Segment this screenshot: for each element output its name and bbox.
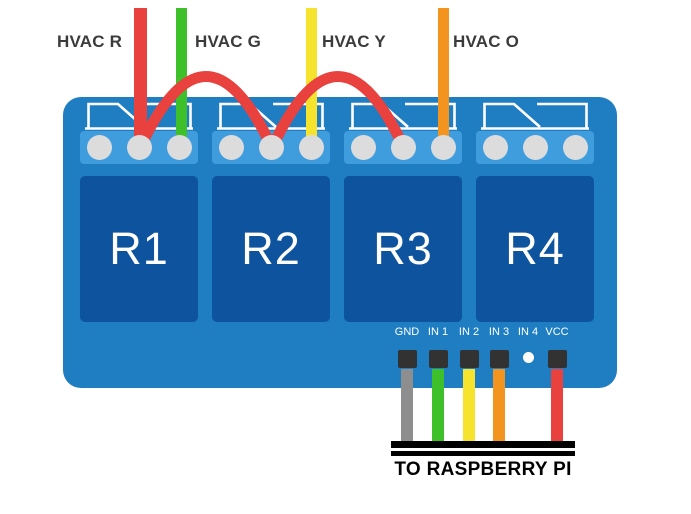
terminal-screw	[87, 135, 112, 160]
terminal-screw	[483, 135, 508, 160]
terminal-screw	[563, 135, 588, 160]
pin-label-in1: IN 1	[427, 326, 449, 338]
terminal-screw	[259, 135, 284, 160]
hvac-o-wire	[438, 8, 449, 142]
relay-unit-3: R3	[344, 97, 462, 337]
pin-label-gnd: GND	[394, 326, 420, 338]
terminal-screw	[127, 135, 152, 160]
gnd-wire	[401, 369, 413, 448]
ribbon-connector-bar	[391, 441, 575, 448]
terminal-block-1	[80, 131, 198, 164]
terminal-screw	[219, 135, 244, 160]
hvac-r-label: HVAC R	[57, 32, 123, 51]
relay-unit-4: R4	[476, 97, 594, 337]
pin-label-vcc: VCC	[545, 326, 569, 338]
relay-2-label: R2	[241, 223, 301, 274]
terminal-screw	[523, 135, 548, 160]
pin-label-in4: IN 4	[517, 326, 539, 338]
pin-connector-in3	[490, 350, 509, 368]
pin-label-in2: IN 2	[458, 326, 480, 338]
relay-4-label: R4	[505, 223, 565, 274]
terminal-block-4	[476, 131, 594, 164]
in1-wire	[432, 369, 444, 448]
relay-2: R2	[212, 176, 330, 322]
terminal-screw	[431, 135, 456, 160]
relay-3-label: R3	[373, 223, 433, 274]
pin-connector-in1	[429, 350, 448, 368]
to-raspberry-pi-label: TO RASPBERRY PI	[394, 459, 572, 480]
hvac-y-wire	[306, 8, 317, 142]
pin-in4-unused-dot	[523, 352, 534, 363]
ribbon-connector-bar	[391, 451, 575, 456]
hvac-r-wire	[134, 8, 147, 142]
relay-contact-symbol-icon	[481, 102, 589, 130]
relay-board: R1 R2	[63, 97, 617, 388]
in2-wire	[463, 369, 475, 448]
relay-3: R3	[344, 176, 462, 322]
terminal-screw	[299, 135, 324, 160]
pin-label-in3: IN 3	[488, 326, 510, 338]
relay-1: R1	[80, 176, 198, 322]
vcc-wire	[551, 369, 563, 448]
terminal-block-3	[344, 131, 462, 164]
terminal-block-2	[212, 131, 330, 164]
hvac-g-wire	[176, 8, 187, 142]
terminal-screw	[167, 135, 192, 160]
hvac-g-label: HVAC G	[195, 32, 262, 51]
in3-wire	[493, 369, 505, 448]
hvac-o-label: HVAC O	[453, 32, 520, 51]
relay-4: R4	[476, 176, 594, 322]
terminal-screw	[351, 135, 376, 160]
pin-connector-gnd	[398, 350, 417, 368]
relay-1-label: R1	[109, 223, 169, 274]
terminal-screw	[391, 135, 416, 160]
hvac-y-label: HVAC Y	[322, 32, 386, 51]
pin-connector-vcc	[548, 350, 567, 368]
pin-connector-in2	[460, 350, 479, 368]
